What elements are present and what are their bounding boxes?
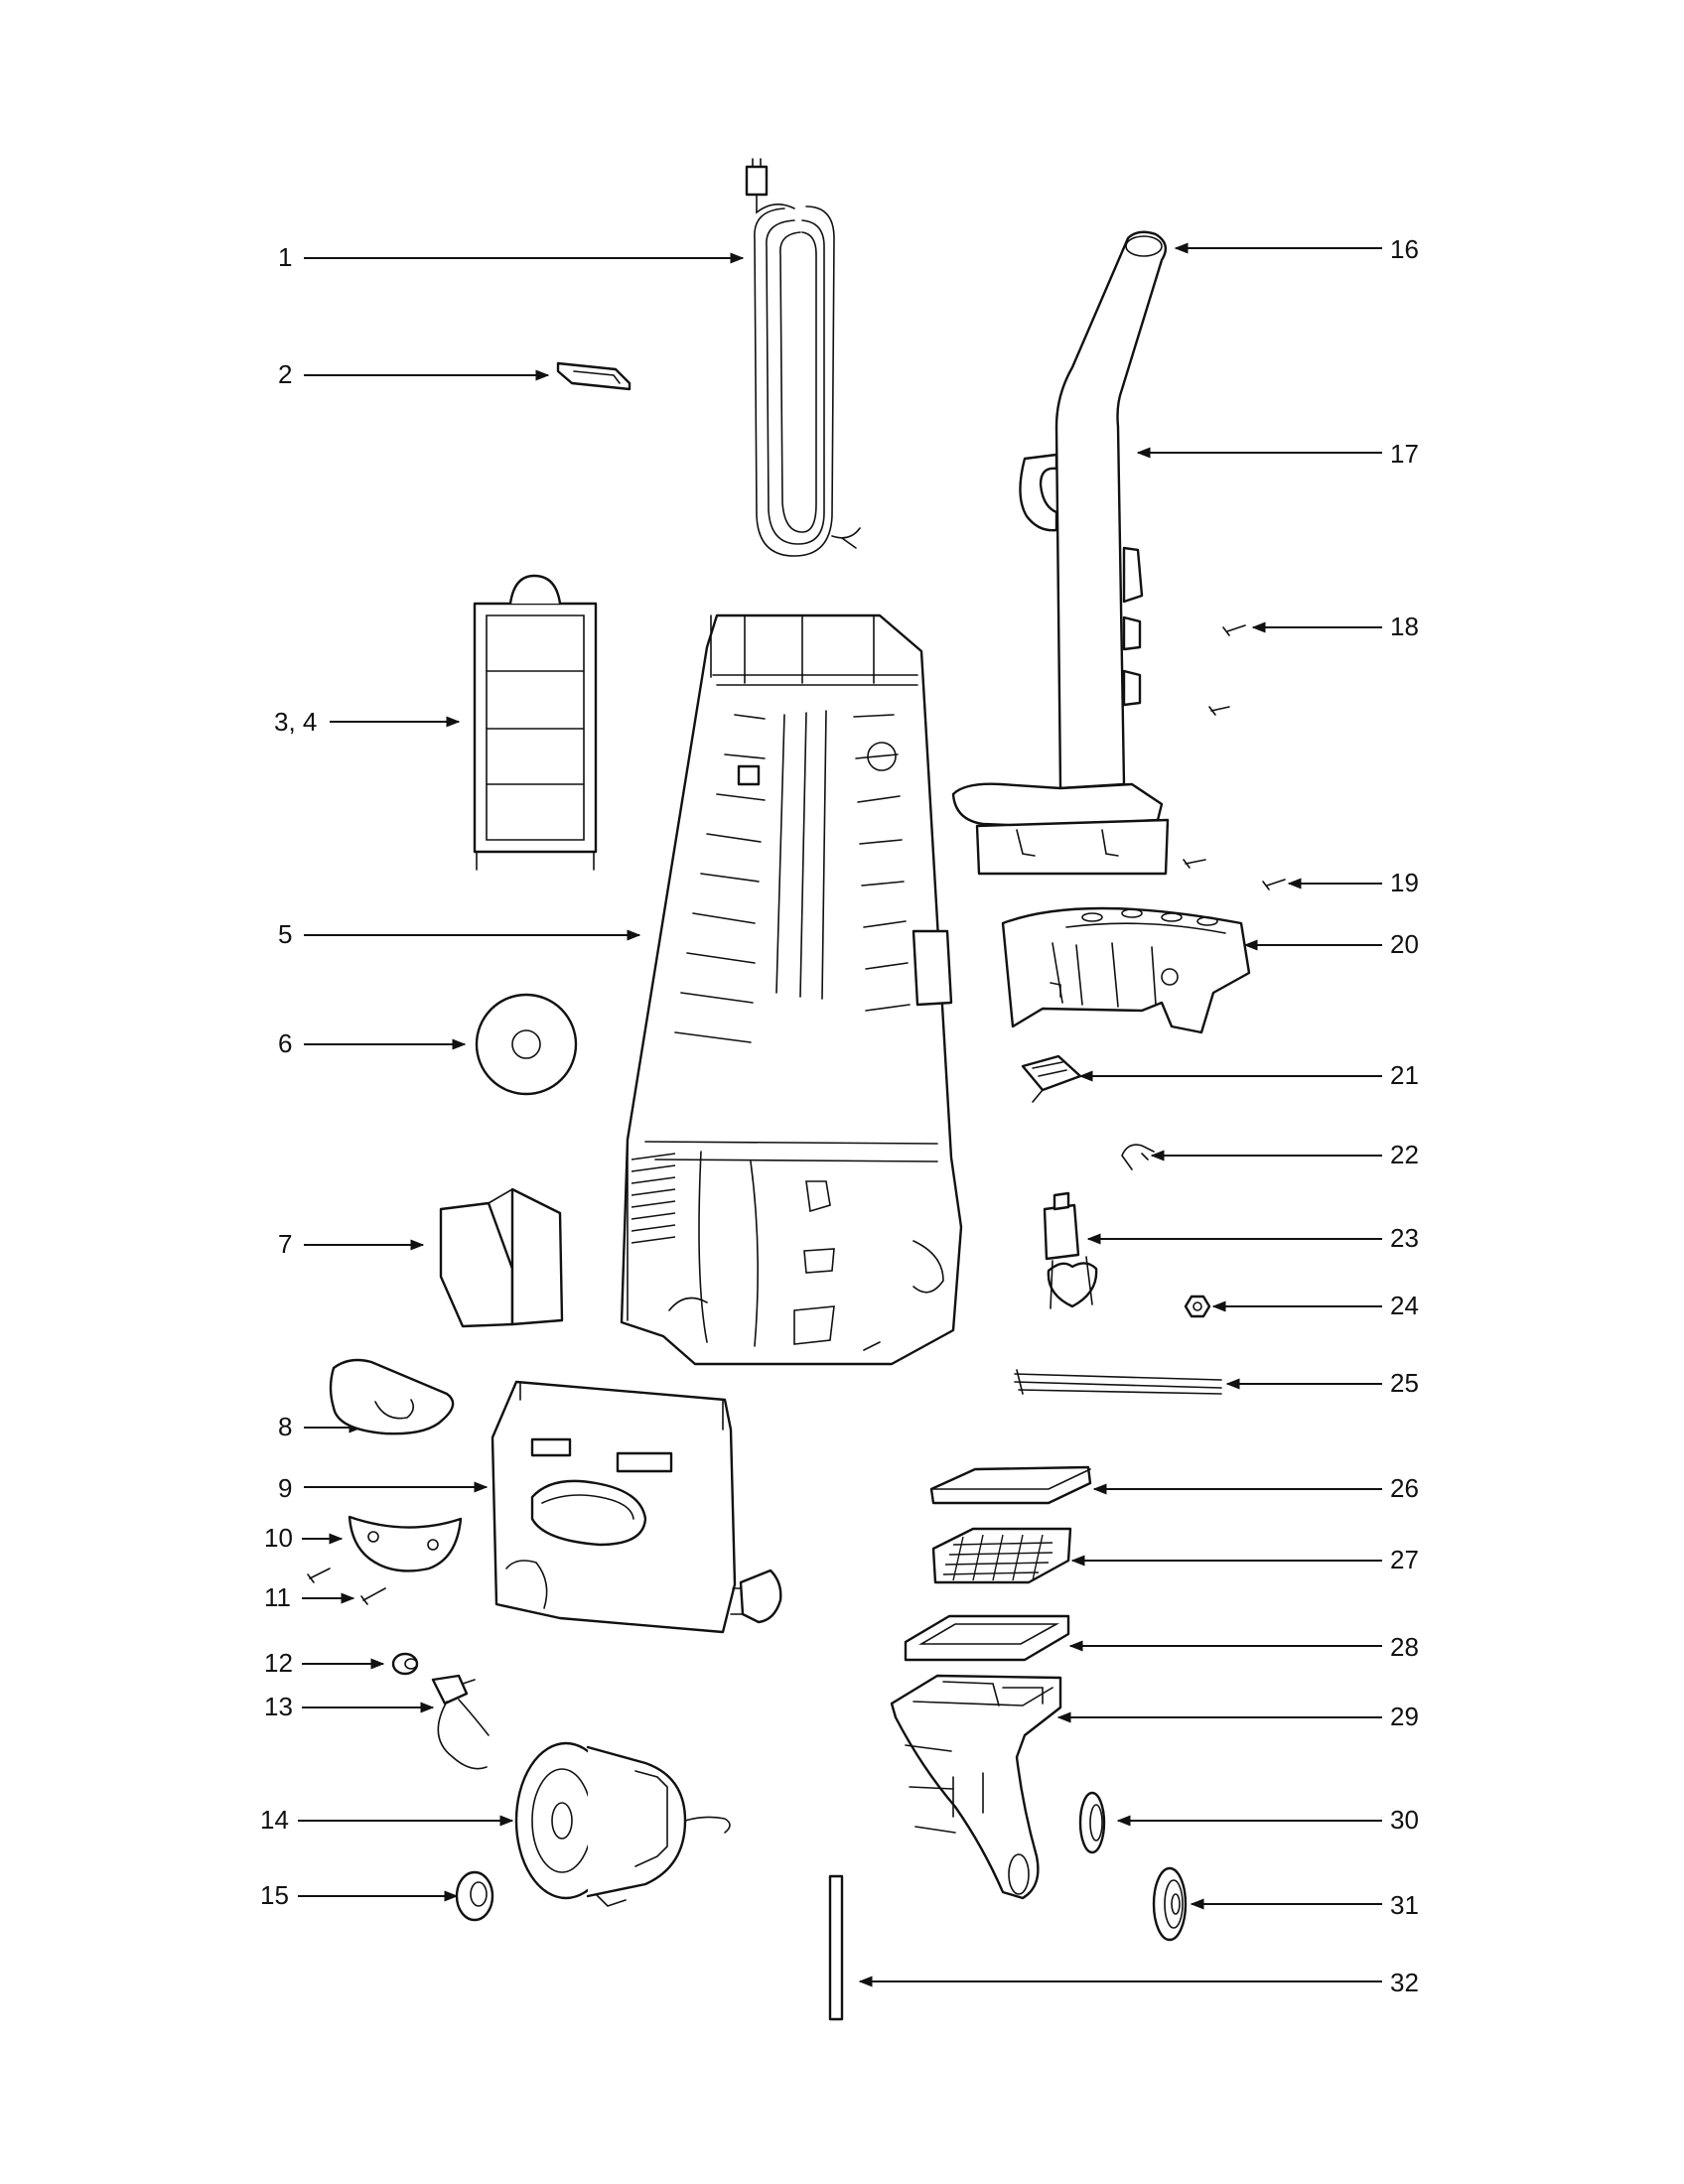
part-22-pin bbox=[1121, 1144, 1155, 1170]
callout-label-26: 26 bbox=[1390, 1473, 1419, 1503]
part-23-block bbox=[1043, 1191, 1098, 1309]
leader-lines bbox=[298, 242, 1382, 1987]
part-12-cap bbox=[391, 1652, 419, 1676]
part-7-bracket bbox=[439, 1187, 564, 1328]
callout-label-32: 32 bbox=[1390, 1968, 1419, 1997]
callout-label-12: 12 bbox=[264, 1648, 293, 1678]
callout-label-27: 27 bbox=[1390, 1545, 1419, 1574]
callout-label-2: 2 bbox=[278, 359, 292, 389]
callout-label-8: 8 bbox=[278, 1412, 292, 1441]
callout-label-1: 1 bbox=[278, 242, 292, 272]
callout-label-11: 11 bbox=[264, 1582, 291, 1612]
part-25-rods bbox=[1014, 1369, 1222, 1395]
callout-label-14: 14 bbox=[260, 1805, 289, 1835]
part-32-strip bbox=[828, 1874, 844, 2021]
callout-label-25: 25 bbox=[1390, 1368, 1419, 1398]
callout-labels: 1 2 3, 4 5 6 7 8 9 10 11 12 13 14 15 16 … bbox=[260, 234, 1419, 1997]
callout-label-3-4: 3, 4 bbox=[274, 707, 317, 737]
callout-label-6: 6 bbox=[278, 1028, 292, 1058]
callout-label-21: 21 bbox=[1390, 1060, 1419, 1090]
part-29-nozzle bbox=[890, 1674, 1062, 1900]
part-28-frame bbox=[904, 1614, 1070, 1662]
part-14-motor bbox=[514, 1741, 731, 1907]
callout-label-9: 9 bbox=[278, 1473, 292, 1503]
part-30-wheel bbox=[1078, 1791, 1106, 1854]
callout-label-5: 5 bbox=[278, 919, 292, 949]
callout-label-30: 30 bbox=[1390, 1805, 1419, 1835]
part-20-upper-cover bbox=[1001, 906, 1251, 1034]
callout-label-19: 19 bbox=[1390, 868, 1419, 897]
callout-label-23: 23 bbox=[1390, 1223, 1419, 1253]
callout-label-18: 18 bbox=[1390, 612, 1419, 641]
callout-label-29: 29 bbox=[1390, 1702, 1419, 1731]
callout-label-16: 16 bbox=[1390, 234, 1419, 264]
part-11-screws bbox=[307, 1568, 386, 1605]
callout-label-17: 17 bbox=[1390, 439, 1419, 469]
part-2-clip bbox=[556, 361, 632, 391]
callout-label-13: 13 bbox=[264, 1692, 293, 1721]
part-21-tray bbox=[1021, 1054, 1082, 1103]
callout-label-7: 7 bbox=[278, 1229, 292, 1259]
callout-label-28: 28 bbox=[1390, 1632, 1419, 1662]
callout-label-22: 22 bbox=[1390, 1140, 1419, 1169]
part-24-nut bbox=[1184, 1295, 1211, 1318]
part-1-power-cord bbox=[745, 158, 861, 557]
part-6-disc bbox=[475, 993, 578, 1096]
callout-label-20: 20 bbox=[1390, 929, 1419, 959]
vent-slots bbox=[631, 1153, 676, 1244]
part-8-seal bbox=[329, 1358, 455, 1435]
part-27-mesh-screen bbox=[931, 1527, 1072, 1584]
part-18-19-screws bbox=[1183, 624, 1286, 890]
part-26-filter-pad bbox=[929, 1465, 1092, 1505]
callout-label-15: 15 bbox=[260, 1880, 289, 1910]
callout-label-31: 31 bbox=[1390, 1890, 1419, 1920]
part-5-main-housing bbox=[620, 614, 963, 1366]
callout-label-10: 10 bbox=[264, 1523, 293, 1553]
part-3-4-filter-frame bbox=[473, 574, 598, 871]
part-13-switch bbox=[431, 1674, 490, 1770]
part-31-wheel bbox=[1152, 1866, 1188, 1942]
part-10-curved-plate bbox=[348, 1515, 463, 1572]
callout-label-24: 24 bbox=[1390, 1291, 1419, 1320]
part-15-ring bbox=[455, 1870, 494, 1922]
part-16-17-handle bbox=[951, 230, 1170, 876]
part-9-lower-housing bbox=[491, 1380, 782, 1634]
